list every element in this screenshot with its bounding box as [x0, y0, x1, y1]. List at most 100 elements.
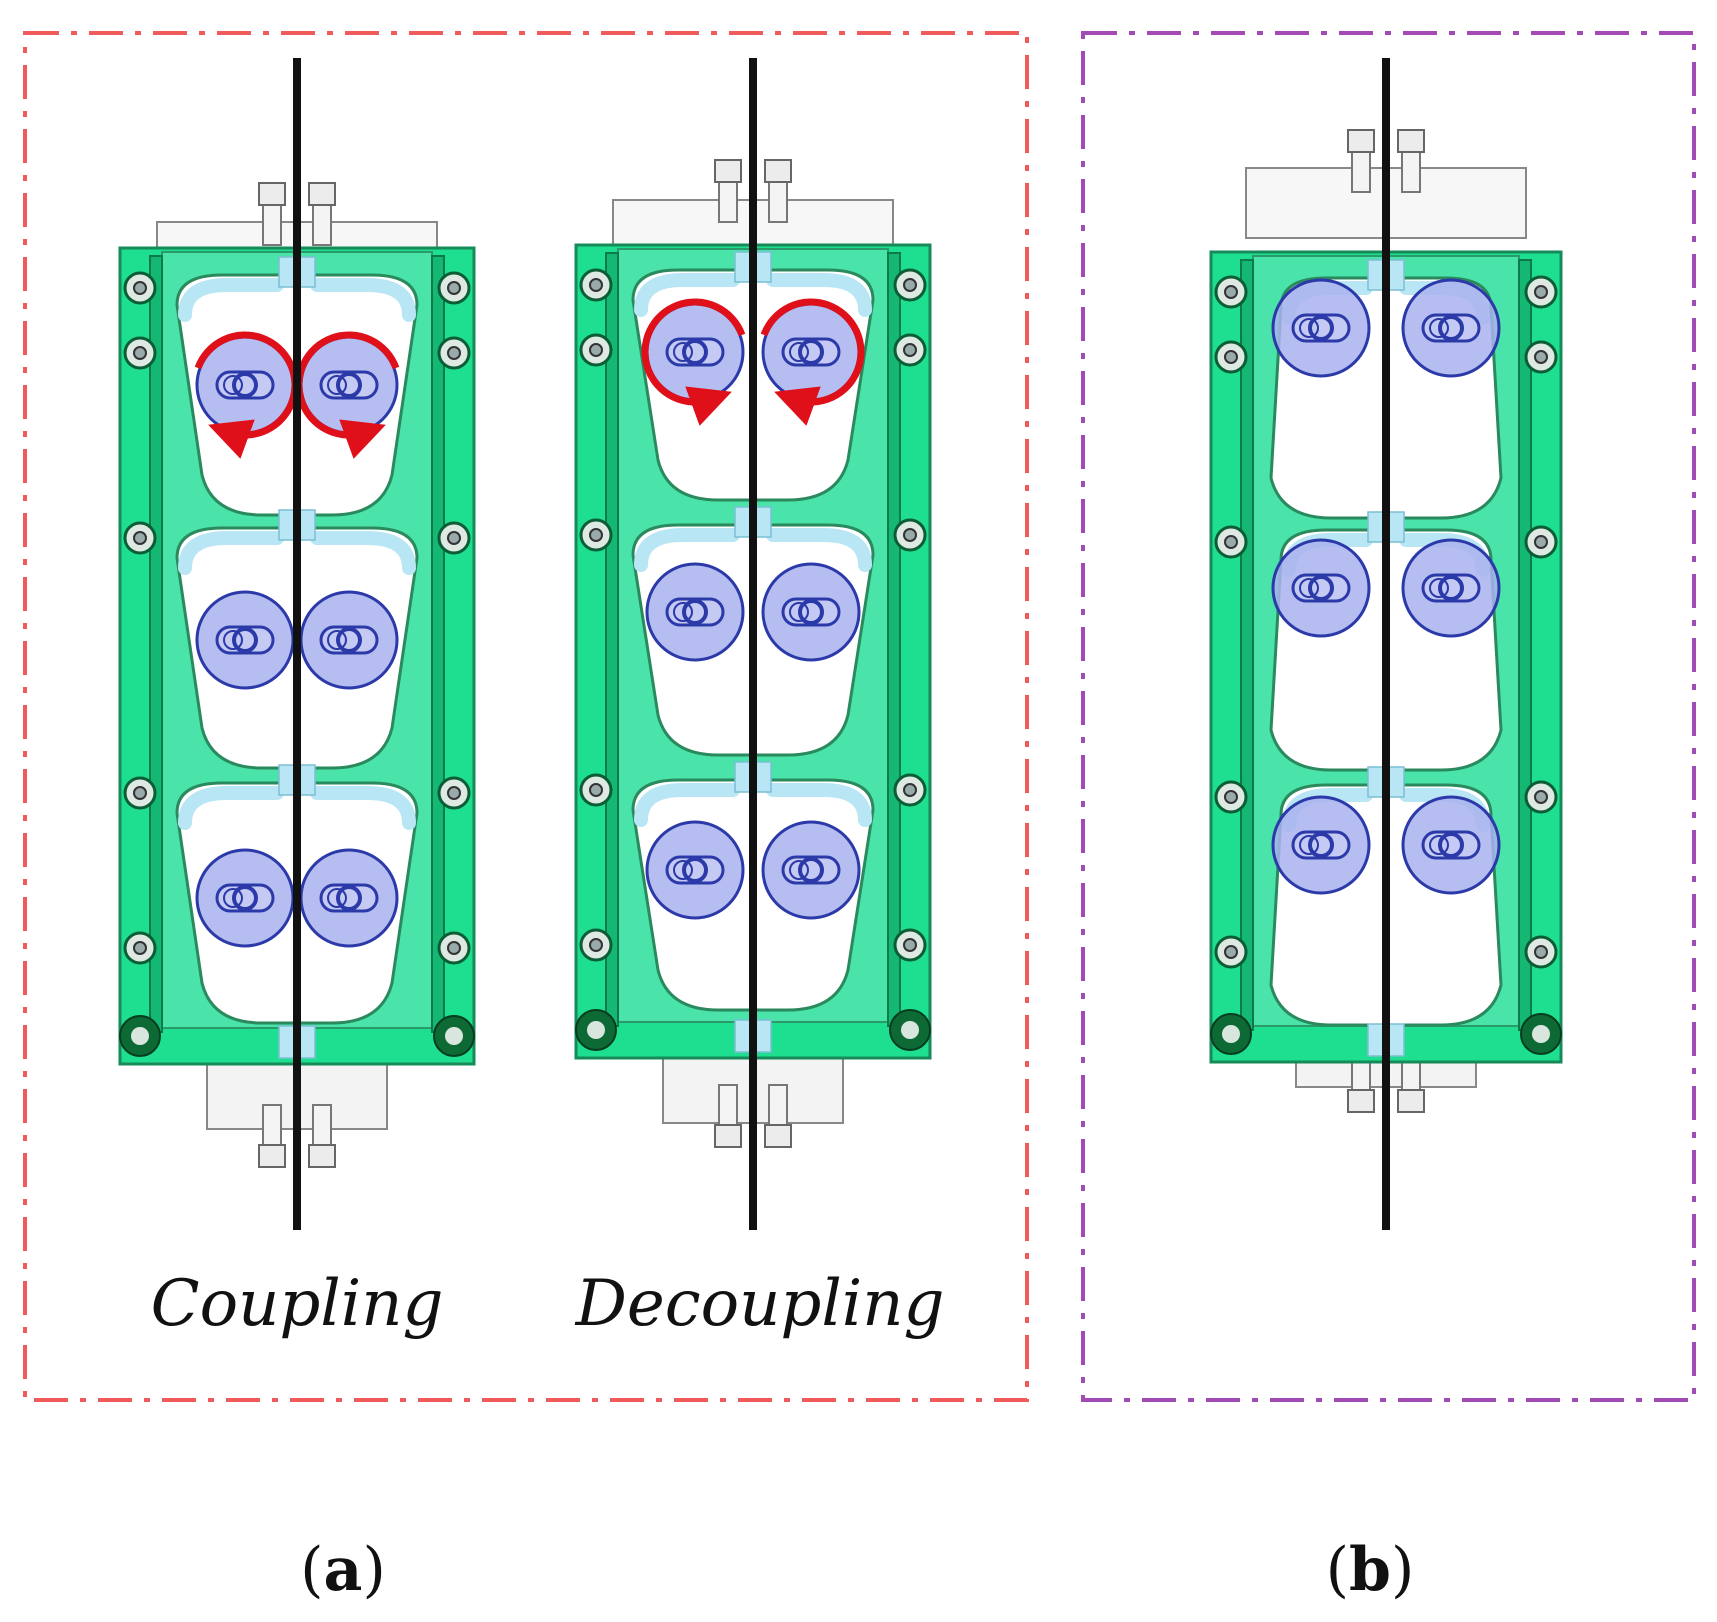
- roller-pin: [1438, 315, 1464, 341]
- roller-pin: [232, 885, 258, 911]
- pocket-lip-left: [178, 531, 284, 575]
- roller-pin: [232, 372, 258, 398]
- screw-shank: [718, 1084, 738, 1126]
- bolt-center: [133, 786, 147, 800]
- coupling-mechanism: [118, 58, 476, 1230]
- roller-pin-ring: [1429, 835, 1449, 855]
- roller-pin-ring: [327, 888, 347, 908]
- right-rail: [1518, 259, 1532, 1031]
- roller-pin: [1308, 315, 1334, 341]
- bolt-center: [447, 786, 461, 800]
- bolt-center: [447, 281, 461, 295]
- screw-shank: [262, 204, 282, 246]
- panel-b-frame: [1081, 31, 1696, 1402]
- bolt-center: [447, 941, 461, 955]
- panel-a-frame: [23, 31, 1029, 1402]
- pocket-lip-left: [178, 278, 284, 322]
- right-rail: [431, 255, 445, 1033]
- bolt-center: [133, 346, 147, 360]
- screw-shank: [1401, 151, 1421, 193]
- bolt-center: [903, 783, 917, 797]
- bolt-center: [1534, 945, 1548, 959]
- roller-pin-ring: [673, 860, 693, 880]
- screw-shank: [262, 1104, 282, 1146]
- roller-pin: [798, 857, 824, 883]
- screw-head: [714, 159, 742, 183]
- bolt-center: [903, 278, 917, 292]
- screw-shank: [768, 1084, 788, 1126]
- decoupling-mechanism: [574, 58, 932, 1230]
- pocket-lip-right: [310, 278, 416, 322]
- roller-pin-ring: [327, 375, 347, 395]
- corner-bolt-right-center: [445, 1027, 463, 1045]
- pocket-lip-right: [766, 783, 872, 827]
- left-rail: [1240, 259, 1254, 1031]
- roller-pin-ring: [789, 860, 809, 880]
- roller-pin-ring: [1299, 318, 1319, 338]
- roller-pin-ring: [223, 630, 243, 650]
- roller-pin-ring: [789, 602, 809, 622]
- roller-pin: [798, 339, 824, 365]
- bolt-center: [589, 528, 603, 542]
- bolt-center: [1534, 790, 1548, 804]
- bolt-center: [1534, 350, 1548, 364]
- bolt-center: [589, 938, 603, 952]
- right-rail: [887, 252, 901, 1027]
- screw-shank: [312, 204, 332, 246]
- pocket-lip-left: [634, 273, 740, 317]
- screw-head: [1347, 1089, 1375, 1113]
- bolt-center: [589, 278, 603, 292]
- bolt-center: [1534, 535, 1548, 549]
- corner-bolt-right-center: [1532, 1025, 1550, 1043]
- roller-pin-ring: [1429, 578, 1449, 598]
- bolt-center: [447, 531, 461, 545]
- roller-pin-ring: [1299, 578, 1319, 598]
- rotation-arrow-right: [760, 298, 865, 426]
- roller-pin: [1308, 832, 1334, 858]
- pocket-lip-left: [634, 783, 740, 827]
- pocket-lip-right: [766, 273, 872, 317]
- roller-pin-ring: [223, 888, 243, 908]
- screw-shank: [1351, 151, 1371, 193]
- bolt-center: [133, 941, 147, 955]
- corner-bolt-left-center: [587, 1021, 605, 1039]
- roller-pin-ring: [1429, 318, 1449, 338]
- screw-shank: [768, 181, 788, 223]
- bolt-center: [903, 528, 917, 542]
- pocket-lip-left: [634, 528, 740, 572]
- roller-pin-ring: [673, 602, 693, 622]
- bolt-center: [133, 281, 147, 295]
- panel-a-label: (a): [300, 1535, 386, 1605]
- pocket-lip-right: [766, 528, 872, 572]
- screw-head: [714, 1124, 742, 1148]
- pocket-lip-right: [310, 531, 416, 575]
- bolt-center: [1224, 535, 1238, 549]
- panel-b-label: (b): [1326, 1535, 1415, 1605]
- screw-head: [764, 159, 792, 183]
- bolt-center: [1224, 945, 1238, 959]
- bolt-center: [589, 343, 603, 357]
- roller-pin-ring: [327, 630, 347, 650]
- rotation-arrow-right: [295, 331, 400, 459]
- roller-pin: [1308, 575, 1334, 601]
- corner-bolt-right-center: [901, 1021, 919, 1039]
- coupling-caption: Coupling: [151, 1267, 444, 1341]
- screw-shank: [312, 1104, 332, 1146]
- screw-head: [1397, 129, 1425, 153]
- roller-pin-ring: [1299, 835, 1319, 855]
- bolt-center: [1534, 285, 1548, 299]
- roller-pin: [336, 627, 362, 653]
- bolt-center: [903, 938, 917, 952]
- roller-pin-ring: [789, 342, 809, 362]
- bolt-center: [447, 346, 461, 360]
- corner-bolt-left-center: [1222, 1025, 1240, 1043]
- screw-head: [764, 1124, 792, 1148]
- rotation-arrow-left: [194, 331, 299, 459]
- roller-pin: [682, 857, 708, 883]
- roller-pin-ring: [673, 342, 693, 362]
- screw-head: [308, 182, 336, 206]
- separated-mechanism: [1209, 58, 1563, 1230]
- decoupling-caption: Decoupling: [575, 1267, 945, 1341]
- screw-shank: [718, 181, 738, 223]
